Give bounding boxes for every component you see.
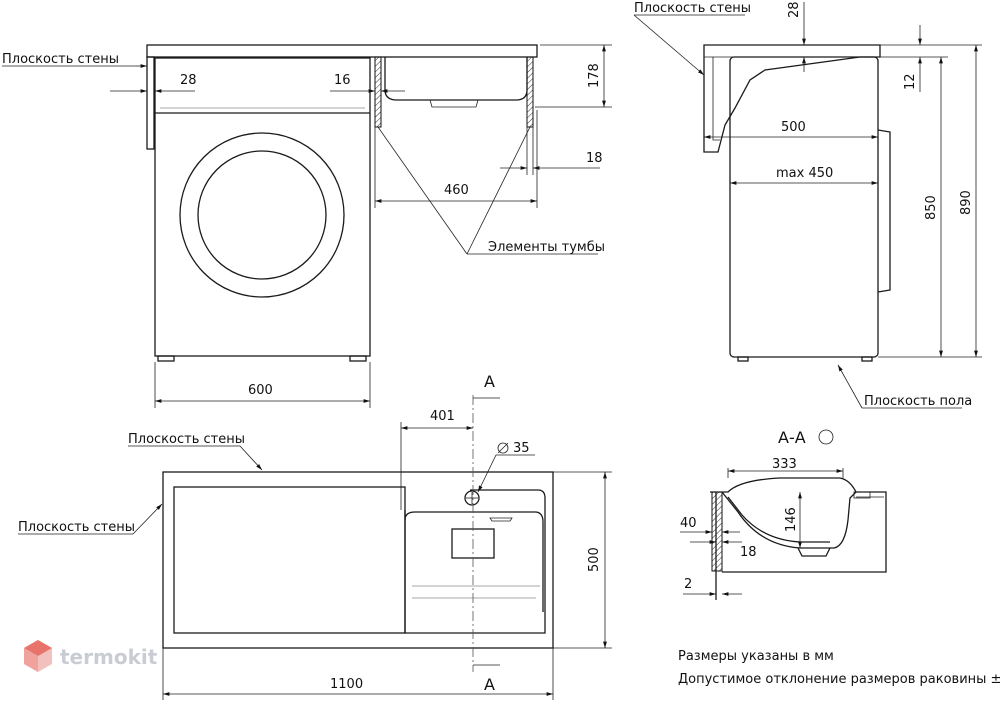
dim-500-top: 500: [587, 547, 602, 572]
cabinet-element-right: [526, 56, 534, 128]
dim-18-section: 18: [740, 545, 757, 560]
wall-plane-label-top: Плоскость стены: [128, 432, 245, 447]
section-symbol: [818, 429, 834, 445]
cabinet-element-left: [374, 56, 382, 128]
section-mark-top: А: [484, 372, 495, 391]
front-basin: [384, 57, 528, 101]
top-basin-edge: [404, 489, 546, 634]
top-shelf-area: [173, 486, 406, 634]
dim-401: 401: [430, 409, 455, 424]
dim-850: 850: [924, 195, 939, 220]
floor-plane-label: Плоскость пола: [864, 394, 972, 409]
section-wall: [711, 491, 723, 572]
dim-28-front: 28: [180, 73, 197, 88]
dim-460: 460: [444, 183, 469, 198]
wall-plane-label-front: Плоскость стены: [2, 52, 119, 67]
dim-18-front: 18: [586, 151, 603, 166]
tap-hole: [464, 490, 480, 506]
dim-146: 146: [784, 507, 799, 532]
dim-600: 600: [248, 383, 273, 398]
side-view: 28 Плоскость стены 500 max 450 12 850 89…: [633, 1, 982, 409]
termokit-logo: termokit: [24, 640, 158, 672]
washing-machine-body: [154, 57, 371, 357]
section-mark-bottom: А: [484, 675, 495, 694]
dim-35: 35: [513, 441, 530, 456]
wall-plane-label-side: Плоскость стены: [634, 1, 751, 16]
section-outer-profile: [710, 477, 887, 573]
dim-max450: max 450: [776, 166, 833, 181]
wall-plane-label-left: Плоскость стены: [18, 520, 135, 535]
dim-2: 2: [684, 577, 692, 592]
section-view: А-А 333 146 40 18 2: [680, 428, 887, 600]
side-machine-body: [729, 56, 879, 358]
cabinet-elements-label: Элементы тумбы: [488, 240, 605, 255]
section-basin-bowl: [721, 491, 857, 549]
front-view: 28 16 Плоскость стены 178 18 460 Элемент…: [2, 44, 612, 408]
front-sink-slab: [146, 44, 538, 58]
top-sink-outline: [162, 471, 554, 649]
note-units: Размеры указаны в мм: [678, 649, 834, 664]
side-sink-profile: [703, 44, 881, 153]
dim-333: 333: [772, 457, 797, 472]
machine-door-inner: [197, 150, 327, 280]
dim-12: 12: [903, 73, 918, 90]
front-wall-bracket: [146, 56, 155, 150]
machine-door-outer: [179, 132, 345, 298]
note-tolerance: Допустимое отклонение размеров раковины …: [678, 672, 1000, 687]
dim-178: 178: [587, 63, 602, 88]
dim-40: 40: [680, 516, 697, 531]
dim-16-front: 16: [334, 73, 351, 88]
dim-28-side: 28: [787, 1, 802, 18]
top-view: А А 401 35 Плоскость стены Плоскость сте…: [18, 372, 612, 700]
logo-text: termokit: [60, 645, 158, 669]
dim-1100: 1100: [330, 677, 363, 692]
section-title: А-А: [778, 428, 806, 447]
dim-500-side: 500: [781, 120, 806, 135]
dim-890: 890: [959, 190, 974, 215]
